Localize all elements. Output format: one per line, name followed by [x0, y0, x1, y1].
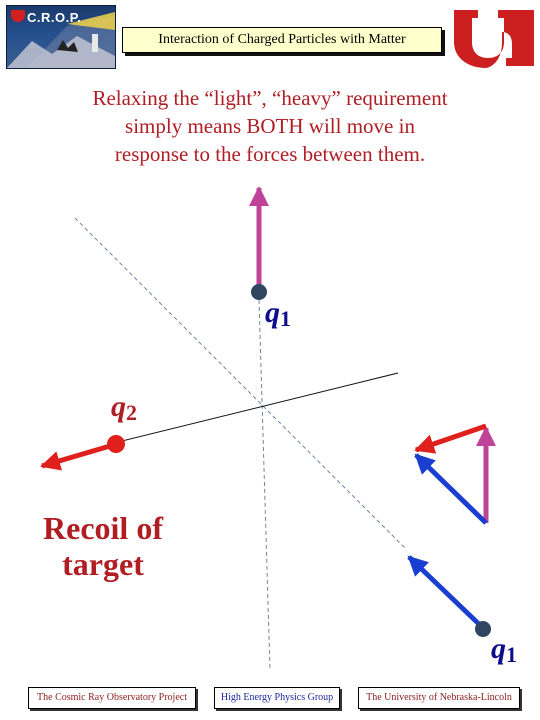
- q1-bottom-letter: q: [491, 632, 506, 665]
- triangle-blue-arrow: [414, 453, 488, 525]
- q1-top-subscript: 1: [280, 306, 291, 331]
- q2-recoil-arrow: [40, 443, 111, 471]
- footer-university: The University of Nebraska-Lincoln: [358, 687, 520, 709]
- headline-text: Relaxing the “light”, “heavy” requiremen…: [30, 84, 510, 168]
- q1-bottom-label: q1: [491, 632, 517, 668]
- dashed-vertical-line: [258, 299, 271, 671]
- headline-line-1: Relaxing the “light”, “heavy” requiremen…: [92, 86, 448, 110]
- unl-mini-icon: [11, 10, 25, 22]
- q2-particle: [107, 435, 125, 453]
- q2-letter: q: [111, 390, 126, 423]
- triangle-red-arrow: [414, 423, 487, 454]
- q1-top-letter: q: [265, 296, 280, 329]
- recoil-label: Recoil of target: [28, 510, 178, 582]
- q1-top-label: q1: [265, 296, 291, 332]
- footer-hep-group: High Energy Physics Group: [214, 687, 340, 709]
- q1-bottom-particle: [475, 621, 491, 637]
- q1-bottom-momentum-arrow: [407, 555, 484, 629]
- headline-line-3: response to the forces between them.: [114, 142, 426, 166]
- university-n-logo-icon: [454, 10, 534, 68]
- q2-label: q2: [111, 390, 137, 426]
- recoil-line-2: target: [62, 546, 144, 582]
- crop-logo: C.R.O.P.: [6, 5, 116, 69]
- crop-logo-art: [7, 12, 115, 68]
- q1-bottom-subscript: 1: [506, 642, 517, 667]
- footer-cosmic-ray: The Cosmic Ray Observatory Project: [28, 687, 196, 709]
- logo-text: C.R.O.P.: [27, 10, 82, 25]
- recoil-line-1: Recoil of: [43, 510, 163, 546]
- headline-line-2: simply means BOTH will move in: [125, 114, 415, 138]
- dashed-trajectory-line: [74, 217, 406, 549]
- q1-top-particle: [251, 284, 267, 300]
- slide-title: Interaction of Charged Particles with Ma…: [122, 27, 442, 53]
- q2-subscript: 2: [126, 400, 137, 425]
- connecting-line: [117, 372, 399, 443]
